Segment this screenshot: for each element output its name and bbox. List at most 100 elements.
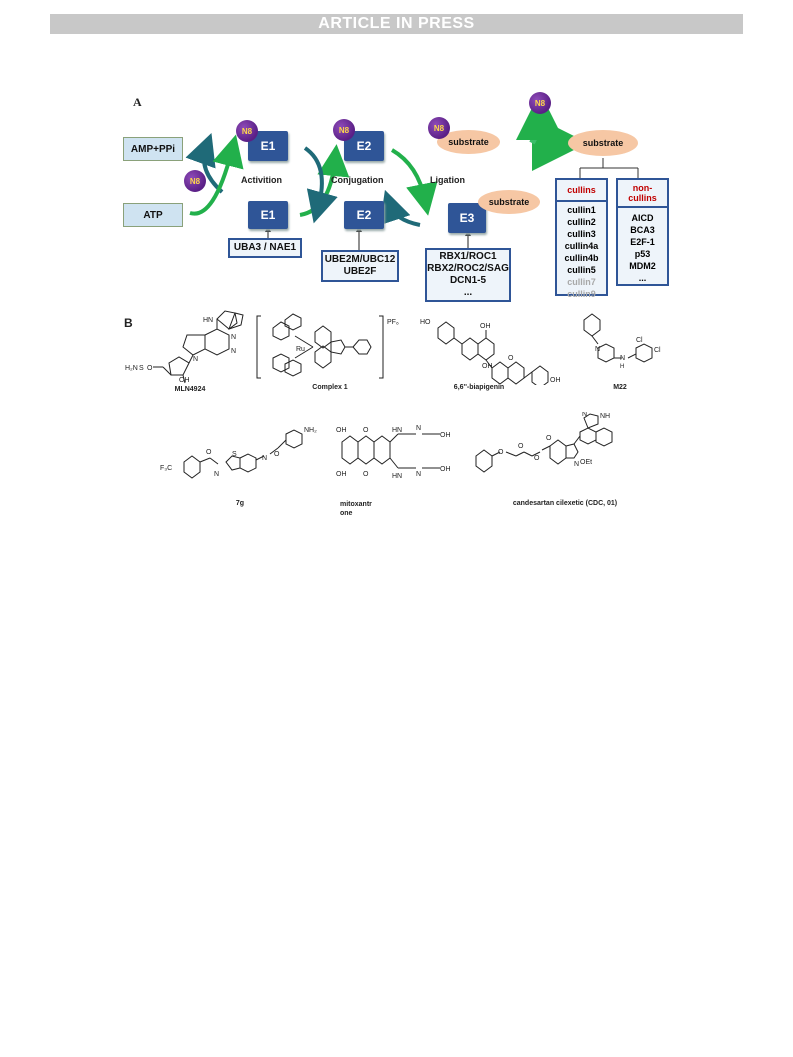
7g-label: 7g (235, 500, 245, 507)
arrow-e2-to-e1 (303, 146, 338, 224)
amp-ppi-box: AMP+PPi (123, 137, 183, 161)
mln4924-label: MLN4924 (174, 386, 206, 393)
e2-top: E2 (344, 131, 384, 161)
substrate-on-e3: substrate (478, 190, 540, 214)
atom-oh: OH (440, 466, 451, 473)
atom-nh2: NH₂ (304, 427, 317, 434)
atom-oh: OH (480, 323, 491, 330)
atom-oh: OH (336, 427, 347, 434)
atom-ru: Ru (296, 346, 305, 353)
figure: A (123, 92, 669, 518)
atom-f3c: F₃C (160, 465, 172, 472)
atom-n: N (416, 425, 421, 432)
mitoxantrone-label: mitoxantr one (340, 500, 380, 518)
bracket (579, 158, 639, 178)
n8-on-e2: N8 (333, 119, 355, 141)
atom-oh: OH (482, 363, 493, 370)
e3-component-1: RBX1/ROC1 (439, 251, 497, 262)
atom-s: S (139, 365, 144, 372)
cullins-list: cullins cullin1 cullin2 cullin3 cullin4a… (555, 178, 608, 299)
cullin-item: cullin4a (564, 241, 599, 251)
cullin-item-dim: cullin9 (567, 289, 596, 299)
atom-n: N (416, 471, 421, 478)
cullin-item: cullin5 (567, 265, 596, 275)
panel-a-label: A (133, 95, 142, 109)
non-cullins-items: AICD BCA3 E2F-1 p53 MDM2 ... (618, 212, 667, 284)
biapigenin-structure: HO OH O OH OH (420, 319, 561, 385)
atom-cl: Cl (636, 337, 643, 344)
atom-n: N (582, 412, 587, 418)
atom-h: H (620, 364, 624, 370)
atom-n: N (595, 346, 600, 353)
candesartan-label: candesartan cilexetic (CDC, 01) (512, 500, 618, 507)
non-cullin-item: MDM2 (629, 261, 656, 271)
7g-structure: F₃C O S N N NH₂ O (160, 427, 317, 479)
atom-hn: HN (203, 317, 213, 324)
m22-label: M22 (613, 384, 627, 391)
atom-o: O (206, 449, 212, 456)
non-cullin-item: p53 (634, 249, 651, 259)
biapigenin-label: 6,6''-biapigenin (453, 384, 505, 391)
atom-n: N (193, 356, 198, 363)
atom-oh: OH (550, 377, 561, 384)
m22-structure: N N H Cl Cl (583, 313, 661, 370)
atom-h2n: H₂N (125, 365, 138, 372)
n8-free: N8 (184, 170, 206, 192)
atom-o: O (508, 355, 514, 362)
non-cullin-item: BCA3 (630, 225, 655, 235)
ligation-label: Ligation (430, 175, 465, 185)
atom-o: O (363, 471, 369, 478)
arrow-from-atp (189, 134, 244, 216)
non-cullin-item: ... (638, 273, 647, 283)
cullin-item: cullin1 (567, 205, 596, 215)
e2-component-2: UBE2F (343, 266, 377, 277)
atom-hn: HN (392, 427, 402, 434)
cullin-item: cullin2 (567, 217, 596, 227)
conjugation-label: Conjugation (331, 175, 384, 185)
non-cullins-title-1: non- (632, 183, 653, 193)
atom-n: N (231, 348, 236, 355)
non-cullins-title-2: cullins (628, 193, 657, 203)
atom-o: O (546, 435, 552, 442)
e1-components-box: UBA3 / NAE1 (228, 238, 302, 258)
e2-components-box: UBE2M/UBC12 UBE2F (321, 250, 399, 282)
activation-label: Activition (241, 175, 283, 185)
pathway-arrows (185, 92, 639, 250)
atp-box: ATP (123, 203, 183, 227)
non-cullins-list: non- cullins AICD BCA3 E2F-1 p53 MDM2 ..… (616, 178, 669, 286)
cullin-item: cullin3 (567, 229, 596, 239)
atom-cl: Cl (654, 347, 661, 354)
atom-o: O (274, 451, 280, 458)
atom-oh: OH (336, 471, 347, 478)
atom-oh: OH (179, 377, 190, 384)
non-cullins-title: non- cullins (618, 180, 667, 208)
atom-n: N (214, 471, 219, 478)
atom-oet: OEt (580, 459, 592, 466)
atom-nh: NH (600, 413, 610, 420)
atom-s: S (232, 451, 237, 458)
cullin-item-dim: cullin7 (567, 277, 596, 287)
non-cullin-item: E2F-1 (630, 237, 655, 247)
non-cullin-item: AICD (631, 213, 654, 223)
atom-o: O (534, 455, 540, 462)
e2-component-1: UBE2M/UBC12 (324, 254, 396, 265)
atom-n: N (574, 461, 579, 468)
mitoxantrone-label-1: mitoxantr (340, 501, 372, 508)
e1-component: UBA3 / NAE1 (233, 242, 297, 253)
arrow-e2-to-e3 (390, 148, 438, 216)
e3-component-3: DCN1-5 (449, 275, 487, 286)
pf6-label: PF₆ (387, 319, 399, 326)
e3-components-box: RBX1/ROC1 RBX2/ROC2/SAG DCN1-5 ... (425, 248, 511, 302)
n8-on-e1: N8 (236, 120, 258, 142)
cullins-items: cullin1 cullin2 cullin3 cullin4a cullin4… (557, 204, 606, 300)
atom-o: O (147, 365, 153, 372)
atom-ho: HO (420, 319, 431, 326)
complex1-label: Complex 1 (312, 384, 348, 391)
atom-o: O (363, 427, 369, 434)
complex1-structure: Ru PF₆ (256, 313, 399, 379)
arrow-e3-to-e2 (379, 189, 421, 227)
cullins-title: cullins (557, 180, 606, 202)
mitoxantrone-structure: OH OH O O HN HN N N OH OH (336, 425, 451, 480)
cullin-item: cullin4b (564, 253, 599, 263)
atom-o: O (498, 449, 504, 456)
